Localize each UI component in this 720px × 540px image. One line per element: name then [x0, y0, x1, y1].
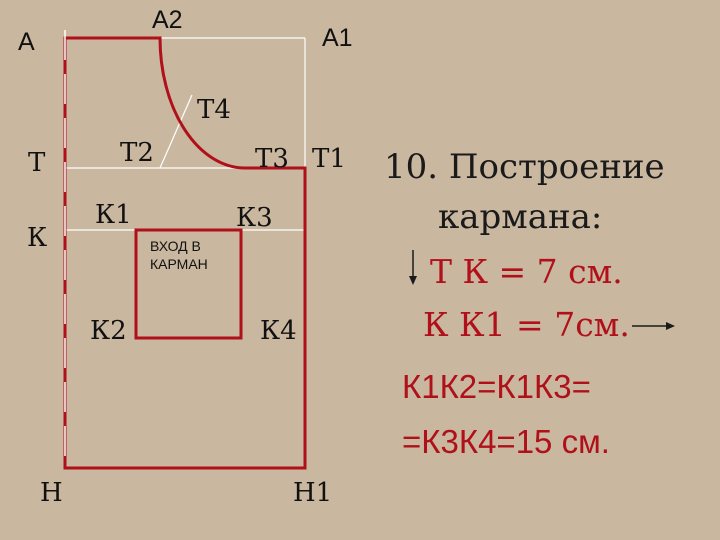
point-t1: Т1 [312, 144, 346, 174]
point-t: Т [28, 148, 46, 178]
caption-title-line-2: кармана: [438, 197, 603, 237]
construction-lines [65, 37, 306, 231]
line-t2-t4 [159, 94, 193, 169]
pattern-contour [63, 36, 307, 470]
caption-line-k3k4: =К3К4=15 см. [402, 423, 610, 460]
point-h1: Н1 [293, 478, 333, 508]
pocket-label: ВХОД В КАРМАН [150, 238, 208, 273]
point-k2: К2 [90, 316, 127, 346]
point-t4: Т4 [197, 95, 231, 125]
caption-arrows [409, 250, 675, 330]
pocket-rect [134, 228, 243, 340]
point-a1: А1 [322, 24, 353, 52]
point-t2: Т2 [120, 138, 154, 168]
point-t3: Т3 [255, 144, 289, 174]
point-k: К [27, 223, 48, 253]
caption-title-line-1: 10. Построение [384, 147, 665, 187]
point-k1: К1 [95, 200, 132, 230]
caption-line-k1k2: К1К2=К1К3= [402, 368, 591, 405]
pocket-label-line-1: ВХОД В [150, 238, 201, 254]
caption-line-tk: Т К = 7 см. [430, 252, 623, 291]
point-a: А [18, 28, 35, 56]
point-a2: А2 [152, 6, 183, 34]
pocket-label-line-2: КАРМАН [150, 255, 208, 272]
point-k3: К3 [236, 203, 273, 233]
point-k4: К4 [260, 316, 297, 346]
caption-line-kk1: К К1 = 7см. [423, 305, 630, 344]
point-h: Н [40, 478, 63, 508]
pattern-outline [63, 36, 307, 470]
